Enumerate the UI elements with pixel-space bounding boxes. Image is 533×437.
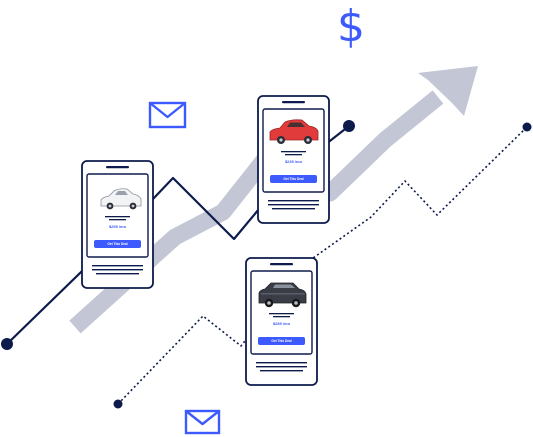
envelope-icon: [184, 409, 221, 435]
trend-end-dot: [343, 120, 355, 132]
deal-card: $239 /mo Get This Deal: [257, 95, 330, 224]
deal-card: $289 /mo Get This Deal: [245, 257, 318, 386]
price-label: $259 /mo: [109, 224, 127, 229]
car-icon: [100, 188, 142, 210]
trend-start-dot: [1, 338, 13, 350]
get-deal-button[interactable]: Get This Deal: [270, 175, 317, 183]
get-deal-button-label: Get This Deal: [271, 339, 291, 343]
price-label: $239 /mo: [285, 159, 303, 164]
car-icon: [269, 119, 319, 144]
get-deal-button-label: Get This Deal: [283, 177, 303, 181]
dotted-end-dot: [522, 122, 532, 132]
dotted-start-dot: [113, 399, 123, 409]
get-deal-button[interactable]: Get This Deal: [94, 240, 141, 248]
deal-card: $259 /mo Get This Deal: [81, 160, 154, 289]
dotted-trend-line: [113, 122, 532, 409]
price-label: $289 /mo: [273, 321, 291, 326]
envelope-icon: [148, 101, 187, 129]
get-deal-button-label: Get This Deal: [107, 242, 127, 246]
dollar-icon: $: [337, 1, 365, 52]
get-deal-button[interactable]: Get This Deal: [258, 337, 305, 345]
suv-icon: [258, 282, 307, 308]
